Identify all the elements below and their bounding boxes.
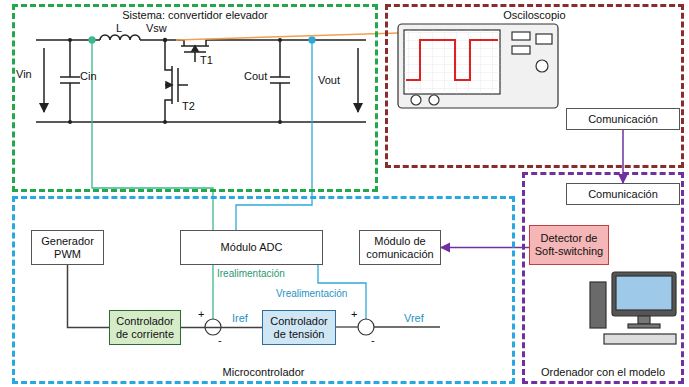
adc-box: Módulo ADC <box>180 230 323 265</box>
probe-wire <box>176 33 398 40</box>
signal-name: Vout <box>318 74 340 87</box>
signal-name: Irealimentación <box>217 268 285 280</box>
detector-box: Detector de Soft-switching <box>529 225 609 265</box>
output-capacitor-symbol <box>270 40 290 122</box>
signal-name: Vin <box>16 68 32 81</box>
box-label: Controlador de corriente <box>113 315 177 340</box>
oscilloscope-drawing <box>536 34 552 44</box>
sign-symbol: + <box>351 308 357 321</box>
microcontroller-region: Microcontrolador Generador PWM Módulo ADC M… <box>12 196 515 384</box>
output-capacitor-symbol <box>270 40 290 122</box>
box-label: Controlador de tensión <box>266 315 332 340</box>
current-controller-box: Controlador de corriente <box>109 310 181 345</box>
junction-dot <box>163 120 167 124</box>
switch-t2-symbol <box>165 40 172 122</box>
current-sense-wire <box>212 265 213 319</box>
input-capacitor-symbol <box>60 40 80 122</box>
junction-dot <box>68 120 72 124</box>
region-title: Sistema: convertidor elevador <box>15 9 375 22</box>
box-label: Comunicación <box>588 188 658 201</box>
box-label: Detector de Soft-switching <box>533 232 605 257</box>
switch-t2-symbol <box>178 68 188 102</box>
sign-symbol: - <box>371 334 375 347</box>
signal-name: Vrealimentación <box>276 288 347 300</box>
communication-box: Comunicación <box>566 183 680 205</box>
computer-drawing <box>616 276 672 310</box>
inductor-symbol <box>100 35 140 40</box>
voltage-arrow <box>357 48 359 112</box>
box-label: Módulo de comunicación <box>363 235 437 260</box>
junction-dot <box>68 38 282 124</box>
box-label: Generador PWM <box>35 235 100 260</box>
sign-symbol: + <box>198 308 204 321</box>
junction-dot <box>163 38 167 42</box>
oscilloscope-drawing <box>512 46 530 54</box>
voltage-arrow <box>43 48 45 112</box>
signal-name: Vref <box>404 312 424 325</box>
junction-dot <box>278 38 282 42</box>
oscilloscope-drawing <box>411 95 421 105</box>
voltage-controller-box: Controlador de tensión <box>262 310 336 345</box>
computer-drawing <box>638 316 650 324</box>
box-label: Módulo ADC <box>221 241 283 254</box>
voltage-sense-wire <box>236 43 312 230</box>
computer-drawing <box>628 324 660 328</box>
region-title: Microcontrolador <box>15 366 512 379</box>
power-rails <box>36 40 366 122</box>
computer-region: Ordenador con el modelo ComunicaciónDetec… <box>522 172 684 384</box>
computer-drawing <box>590 282 606 328</box>
voltage-arrow <box>44 48 358 112</box>
part-name: Cout <box>244 70 267 83</box>
connector <box>622 130 624 183</box>
oscilloscope-drawing <box>398 24 558 108</box>
junction-dot <box>68 38 72 42</box>
voltage-sense-wire <box>309 37 315 43</box>
oscilloscope-drawing <box>404 30 500 94</box>
connector <box>441 247 529 249</box>
connector-label: Iref <box>232 312 248 325</box>
switch-t2-symbol <box>166 82 172 88</box>
power-rails <box>36 121 366 123</box>
part-name: T1 <box>200 54 213 67</box>
input-capacitor-symbol <box>60 40 80 122</box>
part-name: T2 <box>182 100 195 113</box>
connector <box>68 265 110 328</box>
current-sense-wire <box>89 37 213 319</box>
signal-name: Vsw <box>146 22 167 35</box>
summing-junction <box>358 319 374 335</box>
probe-wire <box>176 33 398 40</box>
oscilloscope-drawing <box>512 32 530 40</box>
sign-symbol: - <box>218 334 222 347</box>
signal-wire <box>374 326 440 327</box>
boost-converter-schematic <box>36 35 366 124</box>
pwm-box: Generador PWM <box>31 230 104 265</box>
current-sense-wire <box>89 37 95 43</box>
switch-t2-symbol <box>165 84 172 86</box>
region-title: Osciloscopio <box>388 9 681 22</box>
part-name: Cin <box>80 70 97 83</box>
oscilloscope-drawing <box>398 24 558 108</box>
oscilloscope-drawing <box>406 40 498 80</box>
oscilloscope-drawing <box>536 60 548 72</box>
system-region: Sistema: convertidor elevador <box>12 4 378 192</box>
current-sense-wire <box>92 43 213 230</box>
signal-wire <box>335 326 358 327</box>
communication-box: Comunicación <box>566 108 680 130</box>
computer-drawing <box>612 272 676 316</box>
part-name: L <box>116 22 122 35</box>
inductor-symbol <box>100 35 140 40</box>
signal-wire <box>335 326 440 327</box>
oscilloscope-drawing <box>404 30 500 94</box>
switch-t1-symbol <box>192 46 198 51</box>
region-title: Ordenador con el modelo <box>525 366 681 379</box>
oscilloscope-region: OsciloscopioComunicación <box>385 4 684 168</box>
junction-dot <box>278 120 282 124</box>
oscilloscope-drawing <box>429 95 439 105</box>
computer-drawing <box>604 334 676 344</box>
box-label: Comunicación <box>588 113 658 126</box>
connector <box>181 327 262 329</box>
communication-module-box: Módulo de comunicación <box>359 230 441 265</box>
computer-drawing <box>590 272 676 344</box>
